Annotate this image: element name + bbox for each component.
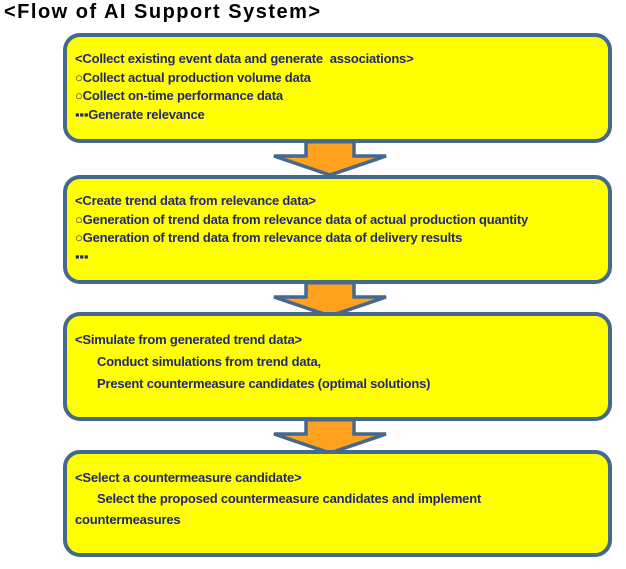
box-heading: <Simulate from generated trend data> <box>75 332 302 347</box>
box-line: ○Collect actual production volume data <box>75 69 311 85</box>
down-arrow-shape <box>273 140 387 177</box>
box-line: ▪▪▪ <box>75 248 89 264</box>
box-line: ○Generation of trend data from relevance… <box>75 230 463 245</box>
box-line: ▪▪▪Generate relevance <box>75 106 205 122</box>
box-line: Present countermeasure candidates (optim… <box>97 376 431 391</box>
down-arrow-shape <box>273 418 387 455</box>
box-heading: <Collect existing event data and generat… <box>75 51 414 66</box>
down-arrow-shape <box>273 281 387 318</box>
box-line: countermeasures <box>75 512 181 527</box>
box-line: Conduct simulations from trend data, <box>97 354 321 369</box>
box-line: Select the proposed countermeasure candi… <box>97 491 482 506</box>
down-arrow-icon <box>273 418 387 455</box>
box-line: ○Generation of trend data from relevance… <box>75 211 528 227</box>
box-heading: <Create trend data from relevance data> <box>75 193 316 208</box>
box-heading: <Select a countermeasure candidate> <box>75 470 302 485</box>
box-line: ○Collect on-time performance data <box>75 88 283 103</box>
flow-box-create-trend-data: <Create trend data from relevance data> … <box>63 175 612 284</box>
flow-box-simulate: <Simulate from generated trend data> Con… <box>63 312 612 421</box>
flow-box-collect-event-data: <Collect existing event data and generat… <box>63 33 612 143</box>
down-arrow-icon <box>273 281 387 318</box>
down-arrow-icon <box>273 140 387 177</box>
flow-box-select-countermeasure: <Select a countermeasure candidate> Sele… <box>63 450 612 557</box>
page-title: <Flow of AI Support System> <box>4 1 322 23</box>
